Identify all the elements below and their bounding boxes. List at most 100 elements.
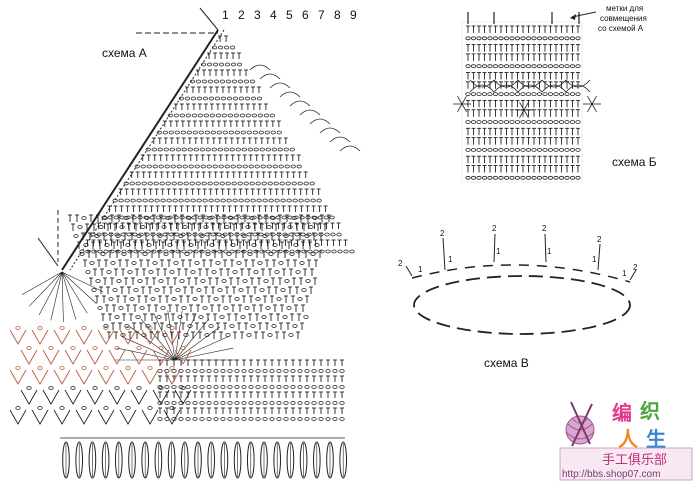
chain-stitch: [196, 288, 202, 292]
chain-stitch: [229, 324, 235, 328]
chain-stitch: [301, 288, 307, 292]
chain-stitch: [186, 216, 192, 220]
chain-stitch: [503, 147, 510, 152]
chain-stitch: [304, 234, 310, 238]
chain-stitch: [299, 261, 305, 265]
scheme-v-marker-label: 1: [418, 265, 423, 274]
chain-stitch: [153, 181, 159, 186]
chain-stitch: [297, 181, 303, 186]
chain-stitch: [288, 333, 294, 337]
chain-stitch: [244, 306, 250, 310]
chain-stitch: [225, 333, 231, 337]
chain-stitch: [114, 386, 120, 390]
chain-stitch: [299, 215, 305, 220]
chain-stitch: [81, 366, 87, 370]
chain-stitch: [187, 249, 193, 254]
chain-stitch: [470, 120, 477, 124]
chain-stitch: [253, 270, 259, 274]
chain-stitch: [211, 249, 217, 254]
chain-stitch: [213, 79, 220, 84]
chain-stitch: [465, 36, 471, 41]
chain-stitch: [325, 385, 331, 389]
chain-stitch: [218, 164, 224, 169]
chain-stitch: [136, 234, 142, 238]
chain-stitch: [261, 181, 267, 186]
chain-stitch: [192, 417, 198, 421]
chain-stitch: [547, 147, 554, 152]
chain-stitch: [242, 279, 248, 283]
chain-stitch: [303, 181, 309, 186]
chain-stitch: [229, 249, 235, 254]
chain-stitch: [154, 288, 160, 292]
chain-stitch: [290, 385, 296, 389]
chain-stitch: [223, 147, 229, 152]
chain-stitch: [564, 64, 570, 69]
chain-stitch: [97, 249, 103, 254]
chain-stitch: [318, 385, 324, 389]
v-stitch: [174, 349, 192, 365]
chain-stitch: [179, 279, 185, 283]
scheme-v-marker-label: 1: [496, 247, 501, 256]
chain-stitch: [247, 252, 253, 256]
chain-stitch: [191, 113, 197, 118]
chain-stitch: [131, 261, 137, 265]
chain-stitch: [282, 315, 288, 319]
chain-stitch: [85, 270, 91, 274]
chain-stitch: [269, 369, 275, 373]
chain-stitch: [234, 130, 240, 135]
chain-stitch: [268, 198, 274, 203]
chain-stitch: [115, 234, 121, 238]
chain-stitch: [542, 120, 548, 124]
scheme-a-red-chains: [9, 271, 192, 425]
chain-stitch: [169, 270, 175, 274]
chain-stitch: [48, 346, 54, 350]
chain-stitch: [142, 252, 148, 256]
chain-stitch: [531, 36, 537, 41]
chain-stitch: [525, 92, 532, 96]
chain-stitch: [251, 243, 257, 247]
chain-stitch: [325, 249, 331, 254]
v-stitch: [108, 389, 126, 405]
scallop-arc: [339, 145, 361, 152]
chain-stitch: [112, 288, 118, 292]
chain-stitch: [136, 198, 142, 203]
chain-stitch: [15, 326, 21, 330]
chain-stitch: [283, 417, 289, 421]
chain-stitch: [287, 225, 293, 229]
chain-stitch: [169, 147, 175, 152]
chain-stitch: [125, 326, 131, 330]
chain-stitch: [215, 113, 221, 118]
fan-line: [61, 271, 64, 322]
chain-stitch: [564, 175, 570, 180]
chain-stitch: [59, 406, 65, 410]
chain-stitch: [106, 270, 112, 274]
chain-stitch: [157, 369, 163, 373]
chain-stitch: [208, 96, 215, 101]
chain-stitch: [199, 147, 205, 152]
chain-stitch: [199, 385, 205, 389]
chain-stitch: [257, 261, 263, 265]
v-stitch: [119, 329, 137, 345]
chain-stitch: [525, 36, 532, 41]
chain-stitch: [221, 279, 227, 283]
chain-stitch: [263, 113, 269, 118]
chain-stitch: [133, 249, 139, 254]
chain-stitch: [189, 181, 195, 186]
fan-line: [28, 271, 63, 307]
chain-stitch: [129, 297, 135, 301]
chain-stitch: [313, 249, 319, 254]
chain-stitch: [260, 164, 266, 169]
leaf-stitch: [194, 441, 202, 479]
chain-stitch: [199, 249, 205, 254]
chain-stitch: [140, 225, 146, 229]
arch: [517, 79, 543, 88]
chain-stitch: [171, 369, 177, 373]
chain-stitch: [178, 417, 184, 421]
chain-stitch: [547, 36, 554, 41]
chain-stitch: [498, 64, 504, 69]
v-stitch: [86, 349, 104, 365]
chain-stitch: [252, 232, 258, 237]
chain-stitch: [102, 216, 108, 220]
chain-stitch: [231, 181, 237, 186]
chain-stitch: [276, 417, 282, 421]
